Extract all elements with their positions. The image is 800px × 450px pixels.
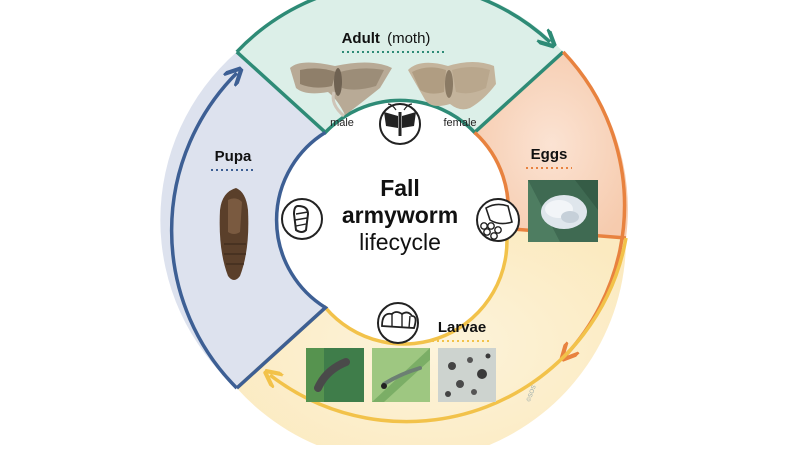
male-label: male: [330, 117, 354, 129]
moth-icon: [379, 103, 421, 145]
female-label: female: [443, 117, 476, 129]
larvae-label: Larvae: [438, 319, 486, 336]
center-circle: [300, 120, 500, 320]
pupa-icon: [281, 198, 323, 240]
larvae-photo-1: [306, 348, 364, 402]
larvae-photo-3: [438, 348, 496, 402]
male-moth-photo: [290, 62, 392, 118]
eggs-label: Eggs: [531, 146, 568, 163]
title-line-1: Fall: [380, 175, 420, 201]
title-line-2: armyworm: [342, 202, 458, 228]
adult-label-light: (moth): [387, 30, 430, 47]
pupa-arrow: [169, 73, 237, 390]
larvae-photo-2: [372, 348, 430, 402]
pupa-photo: [219, 188, 249, 280]
egg-cluster-icon: [476, 198, 520, 242]
pupa-label: Pupa: [215, 148, 252, 165]
title-line-3: lifecycle: [359, 229, 441, 255]
adult-label-bold: Adult: [342, 30, 380, 47]
adult-label: Adult (moth): [342, 30, 431, 47]
larva-icon: [377, 302, 419, 344]
eggs-photo: [528, 180, 598, 242]
larvae-arrow: [270, 237, 628, 424]
female-moth-photo: [408, 62, 496, 110]
